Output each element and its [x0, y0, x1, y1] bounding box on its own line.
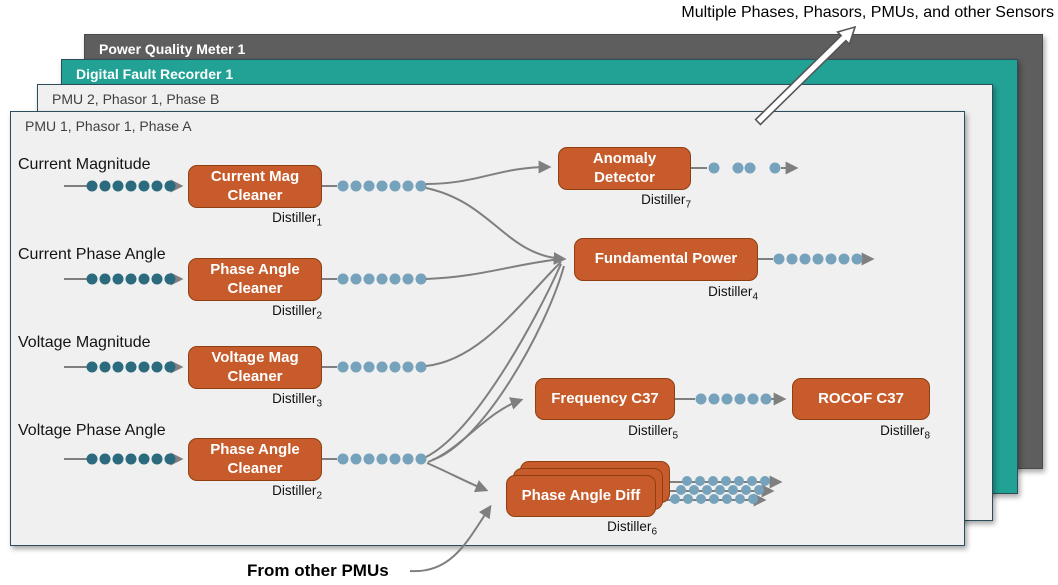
distiller-label-7: Distiller7: [641, 192, 691, 211]
node-current-mag-cleaner: Current Mag Cleaner: [188, 165, 322, 208]
node-phase-angle-diff: Phase Angle Diff: [506, 475, 656, 517]
input-label-current-phase-angle: Current Phase Angle: [18, 246, 166, 263]
panel-title: PMU 1, Phasor 1, Phase A: [25, 118, 192, 134]
annotation-from-other-pmus: From other PMUs: [247, 561, 389, 580]
distiller-label-2: Distiller2: [272, 303, 322, 322]
callout-arrow: [754, 25, 857, 126]
panel-title: Digital Fault Recorder 1: [76, 66, 234, 82]
annotation-multiple-sensors: Multiple Phases, Phasors, PMUs, and othe…: [681, 4, 1054, 21]
input-stream-current-phase-angle: [64, 272, 184, 286]
node-rocof-c37: ROCOF C37: [792, 378, 930, 420]
output-stream-row4: [322, 453, 427, 465]
input-label-voltage-magnitude: Voltage Magnitude: [18, 334, 151, 351]
node-fundamental-power: Fundamental Power: [574, 238, 758, 281]
node-anomaly-detector: Anomaly Detector: [558, 147, 691, 190]
node-phase-angle-cleaner-1: Phase Angle Cleaner: [188, 258, 322, 301]
output-stream-row1: [322, 180, 427, 192]
input-stream-voltage-phase-angle: [64, 452, 184, 466]
node-phase-angle-cleaner-2: Phase Angle Cleaner: [188, 438, 322, 481]
distiller-label-3: Distiller3: [272, 391, 322, 410]
output-stream-row3: [322, 361, 427, 373]
panel-title: Power Quality Meter 1: [99, 41, 246, 57]
distiller-label-4: Distiller4: [708, 284, 758, 303]
frequency-output-stream: [675, 392, 787, 406]
fundamental-power-output-stream: [758, 252, 875, 266]
distiller-label-6: Distiller6: [607, 519, 657, 538]
distiller-label-5: Distiller5: [628, 423, 678, 442]
anomaly-output-stream: [690, 161, 799, 175]
distiller-label-8: Distiller8: [880, 423, 930, 442]
routing-curves: [409, 160, 567, 573]
distiller-label-1: Distiller1: [272, 210, 322, 229]
input-label-current-magnitude: Current Magnitude: [18, 156, 151, 173]
input-stream-current-magnitude: [64, 179, 184, 193]
phase-angle-diff-output-streams: [656, 475, 783, 507]
output-stream-row2: [322, 273, 427, 285]
input-stream-voltage-magnitude: [64, 360, 184, 374]
panel-title: PMU 2, Phasor 1, Phase B: [52, 91, 220, 107]
distiller-label-2b: Distiller2: [272, 483, 322, 502]
node-voltage-mag-cleaner: Voltage Mag Cleaner: [188, 346, 322, 389]
input-label-voltage-phase-angle: Voltage Phase Angle: [18, 422, 166, 439]
node-frequency-c37: Frequency C37: [535, 378, 675, 420]
